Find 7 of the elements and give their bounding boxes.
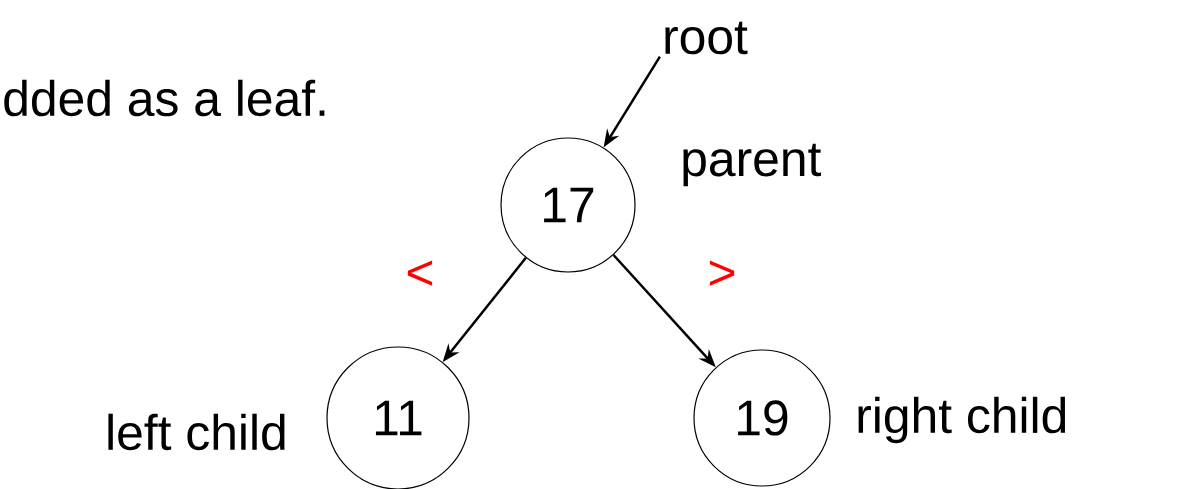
- node-caption: parent: [683, 143, 822, 187]
- comparison-sign: >: [709, 260, 735, 286]
- comparison-sign: <: [407, 260, 433, 286]
- note-text: dded as a leaf.: [4, 79, 325, 117]
- node-label: root: [665, 21, 748, 55]
- node-caption: right child: [858, 396, 1066, 444]
- node-caption: left child: [108, 413, 285, 451]
